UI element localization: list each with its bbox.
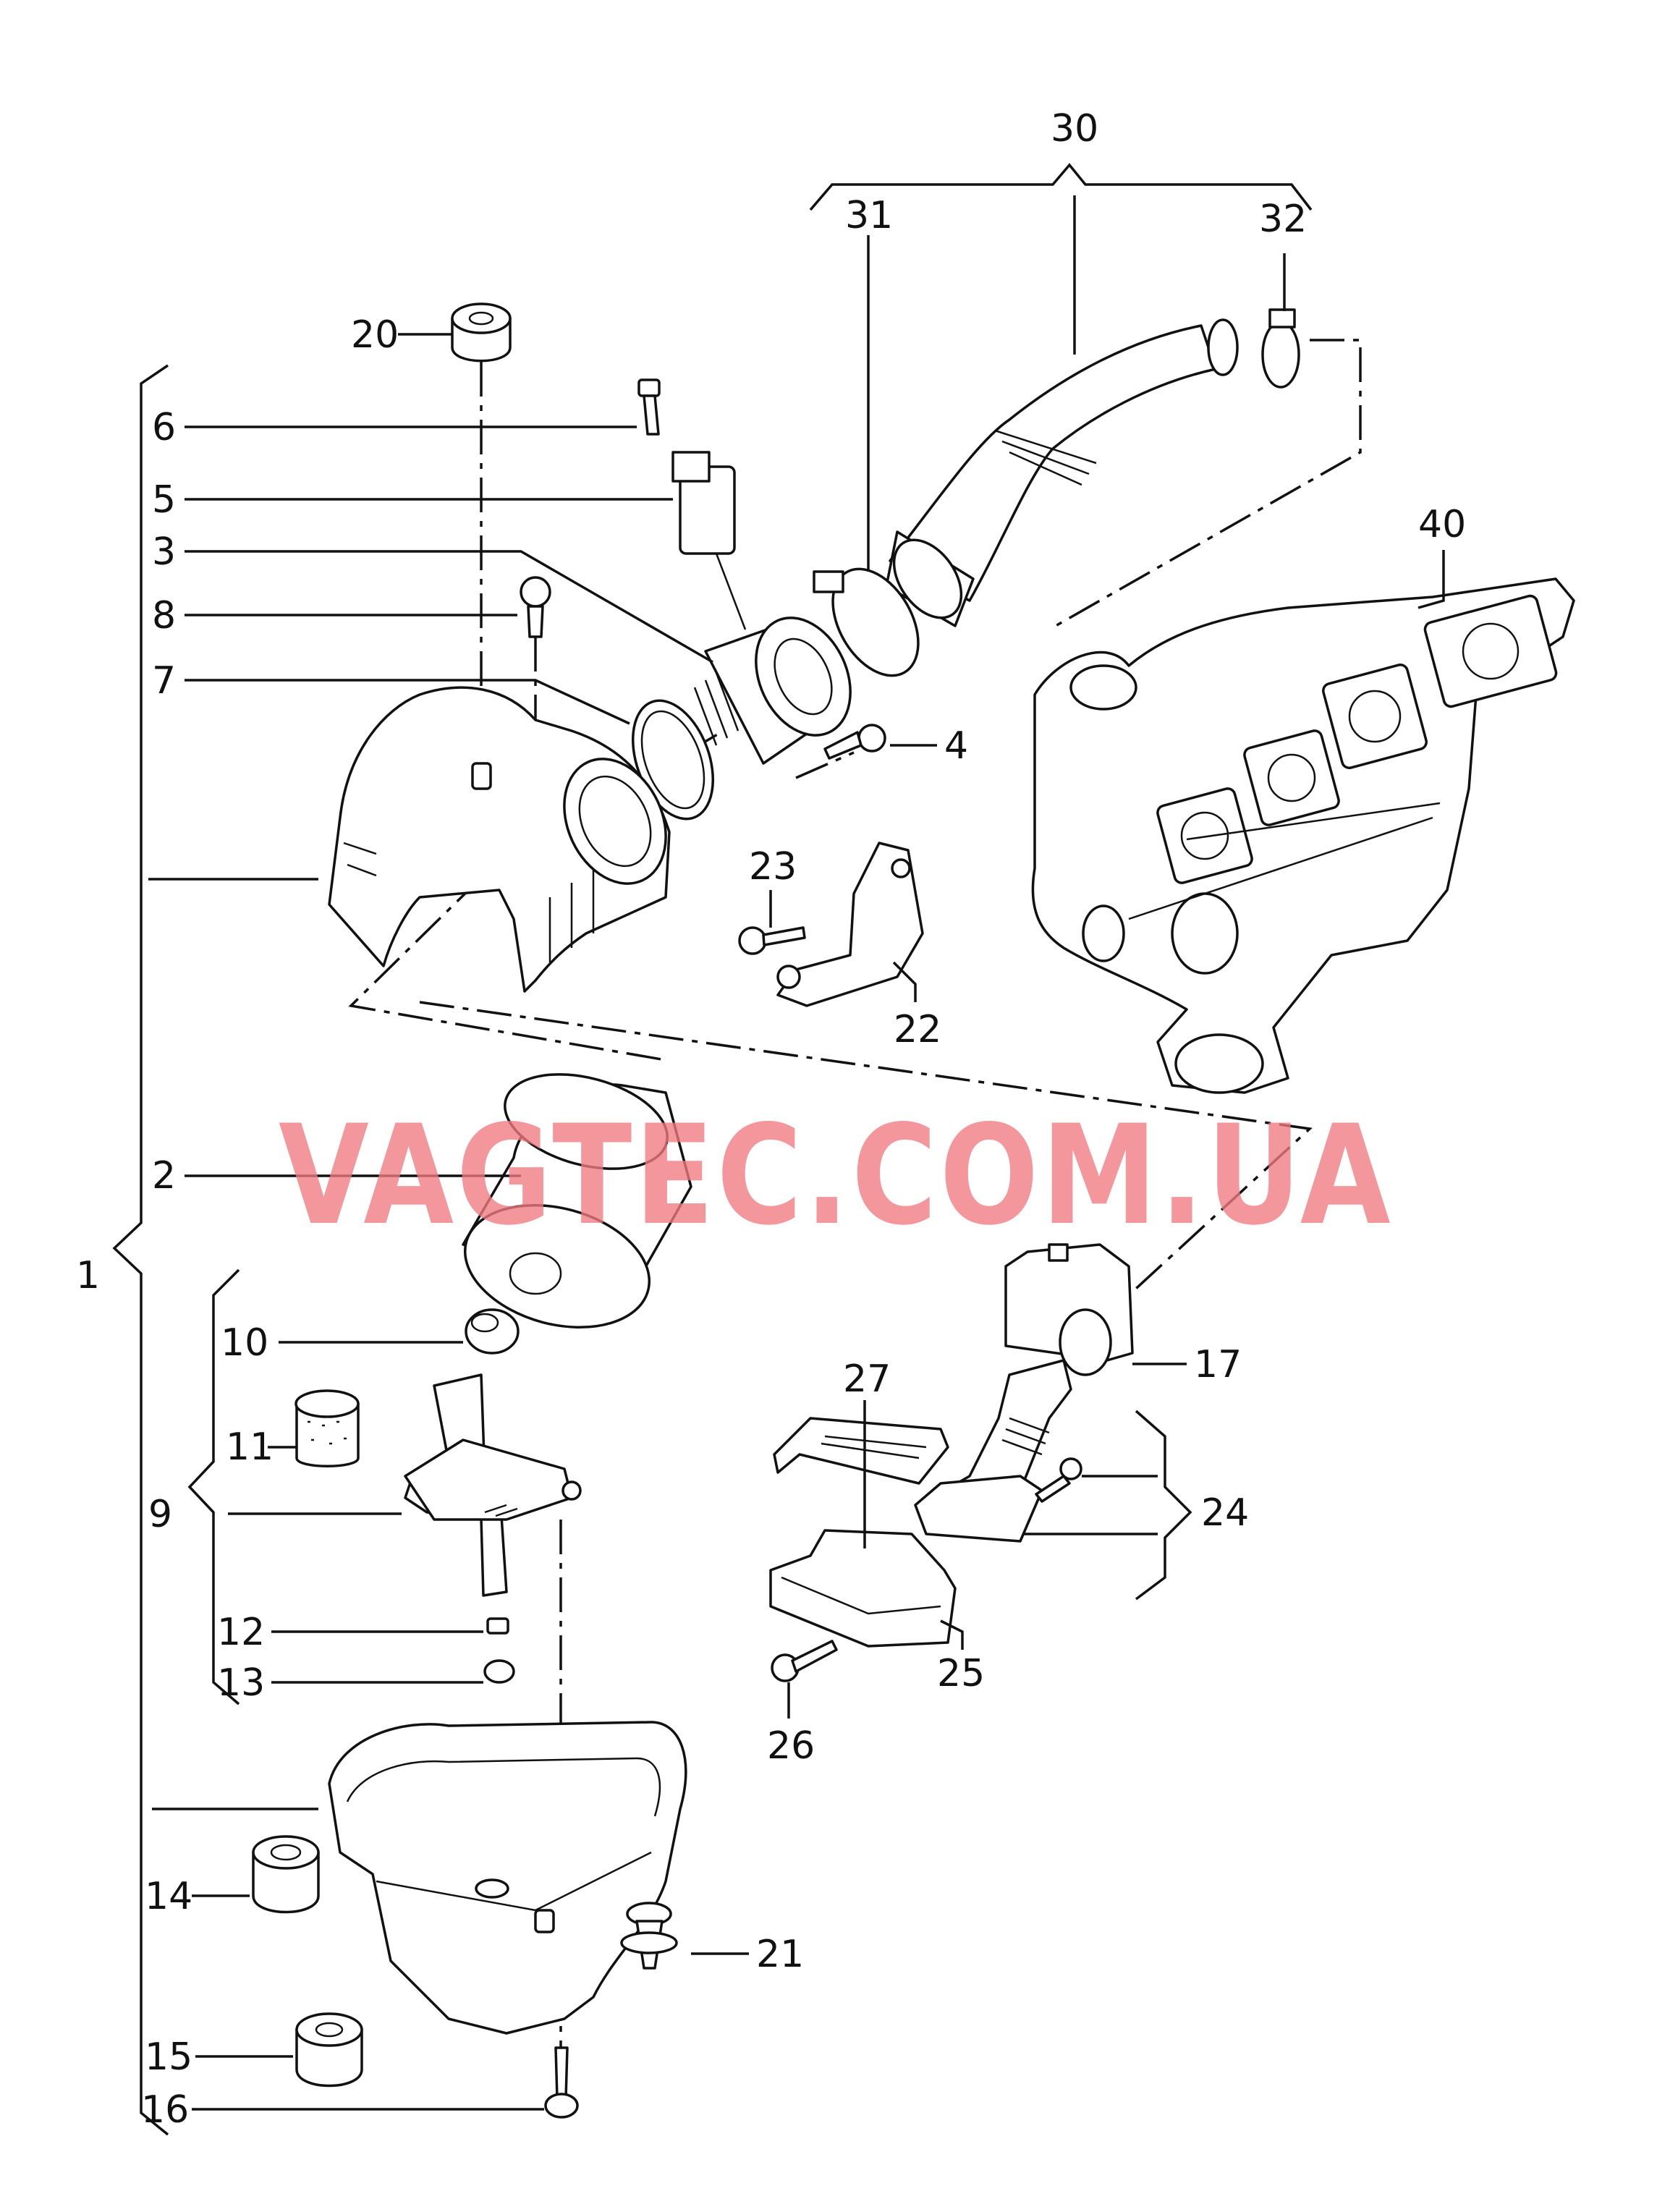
screw-16 [544,2046,579,2119]
callout-7: 7 [152,659,176,703]
callout-25: 25 [937,1652,985,1695]
callout-40: 40 [1418,503,1466,546]
filter-element-2 [462,1073,692,1329]
air-filter-upper-housing [328,686,671,993]
callout-21: 21 [756,1933,804,1976]
callout-17: 17 [1194,1343,1242,1386]
callout-31: 31 [845,194,893,237]
screw-23 [738,926,806,955]
callout-1: 1 [76,1254,100,1297]
bracket-22 [776,842,924,1007]
callout-16: 16 [141,2088,189,2132]
callout-9: 9 [148,1493,172,1536]
hose-clamp-31 [813,567,920,677]
grommet-15 [295,2012,363,2088]
grommet-10 [465,1308,520,1355]
axis-line-hose [1048,339,1362,631]
bracket-9 [187,1268,240,1705]
bracket-1 [112,364,169,2136]
callout-32: 32 [1259,198,1307,241]
intake-duct-24 [914,1359,1082,1543]
callout-4: 4 [944,724,968,768]
grommet-14 [252,1835,320,1914]
callout-22: 22 [894,1008,941,1051]
bracket-24 [1135,1410,1192,1601]
screw-8 [520,576,551,638]
air-hose-30 [885,318,1239,627]
callout-8: 8 [152,594,176,637]
callout-6: 6 [152,406,176,449]
grommet-20 [451,302,512,363]
callout-3: 3 [152,530,176,574]
filter-insert-11 [294,1389,360,1467]
screw-6 [637,378,661,436]
clip-21 [620,1902,678,1970]
sensor-connector-5 [671,451,747,630]
air-mass-meter-3 [693,616,852,765]
callout-14: 14 [145,1875,192,1918]
callout-13: 13 [217,1661,265,1705]
seal-12 [486,1617,509,1635]
callout-numbers: 1 2 3 4 5 6 7 8 9 10 11 12 13 14 15 16 1… [76,107,1466,2132]
callout-2: 2 [152,1154,176,1198]
air-guide-17 [1004,1243,1134,1376]
callout-20: 20 [351,313,399,357]
callout-27: 27 [843,1357,891,1401]
vent-valve-9 [404,1373,582,1597]
callout-11: 11 [226,1425,274,1469]
axis-line-duct [419,1001,1313,1297]
callout-23: 23 [749,845,797,889]
callout-15: 15 [145,2035,192,2079]
callout-30: 30 [1051,107,1098,151]
watermark-text: VAGTEC.COM.UA [279,1096,1393,1255]
o-ring-7 [631,699,715,821]
screw-4 [823,724,886,760]
callout-10: 10 [221,1321,268,1365]
callout-26: 26 [767,1724,815,1768]
axis-line-intake [348,794,666,1061]
screw-26 [771,1640,838,1682]
hose-clamp-32 [1261,308,1300,389]
bracket-30 [809,163,1313,211]
holder-25 [769,1529,957,1648]
callout-24: 24 [1201,1491,1249,1535]
air-filter-lower-housing [328,1721,687,2035]
callout-5: 5 [152,478,176,522]
cap-13 [483,1659,515,1684]
callout-12: 12 [217,1611,265,1654]
leader-lines [148,195,1445,2111]
turbocharger-40 [1031,577,1575,1094]
axis-line-4 [795,751,855,779]
cover-27 [773,1417,949,1485]
